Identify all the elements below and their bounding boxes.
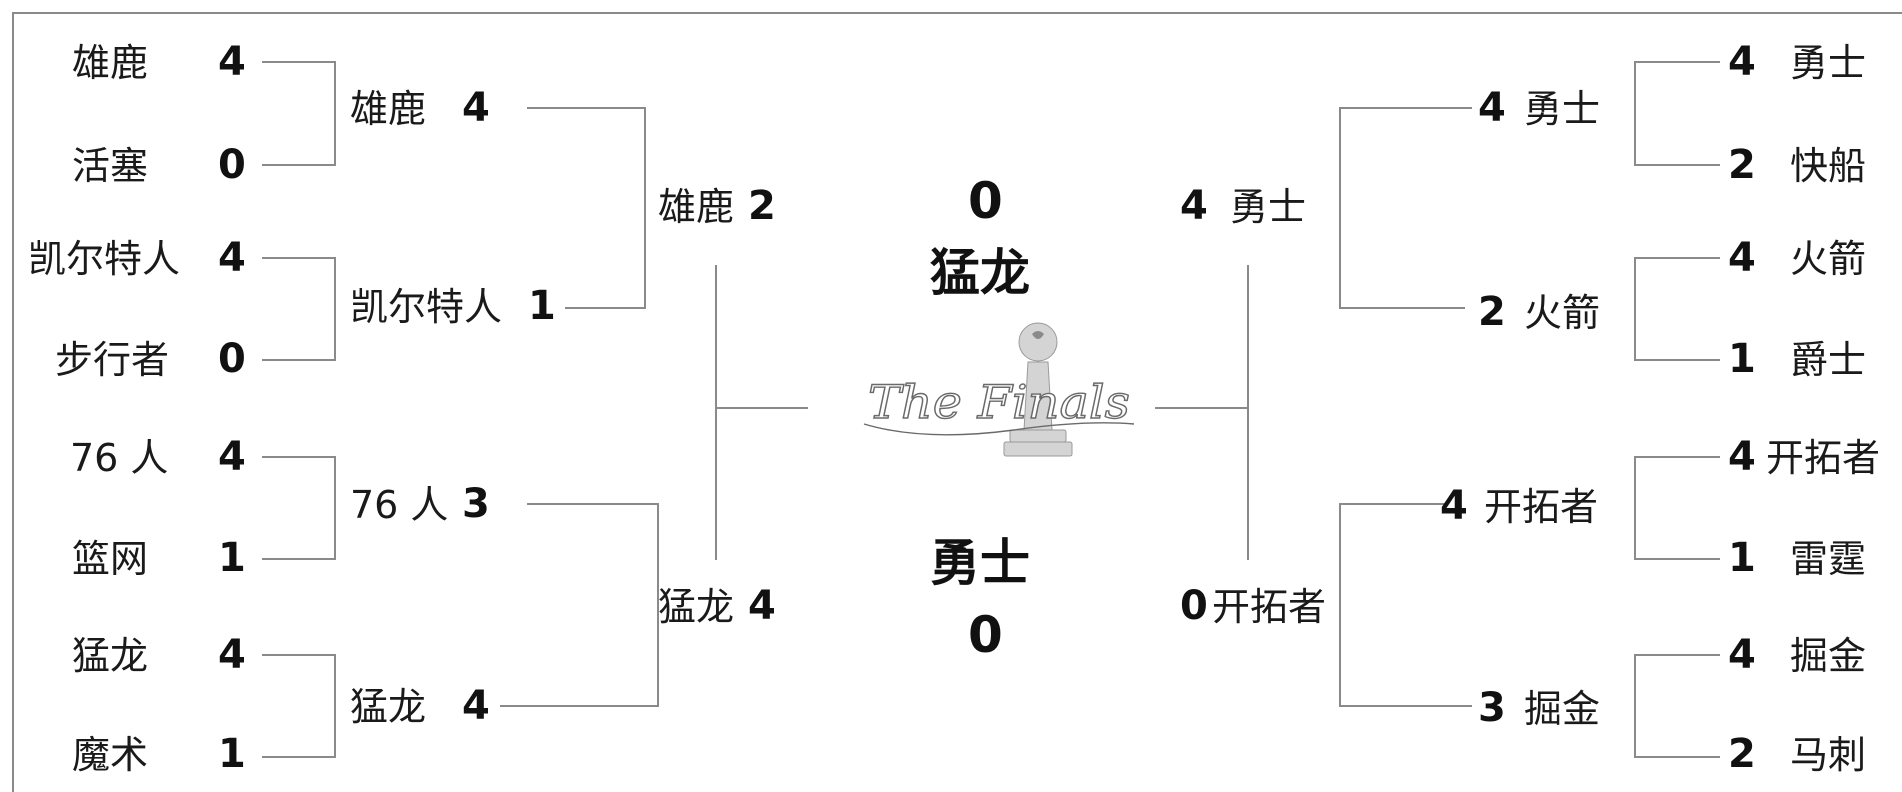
west-r1-team-3: 凯尔特人 — [28, 237, 181, 281]
west-r1-score-7: 4 — [218, 632, 246, 678]
west-r1-score-5: 4 — [218, 434, 246, 480]
east-r2-team-1: 勇士 — [1524, 87, 1601, 131]
east-r2-team-4: 掘金 — [1524, 687, 1601, 731]
east-r1-team-2: 快船 — [1790, 144, 1867, 188]
west-r2-team-4: 猛龙 — [350, 685, 427, 729]
finals-logo-wordmark: The Finals — [868, 375, 1130, 429]
west-r1-team-1: 雄鹿 — [72, 41, 149, 85]
west-r1-score-6: 1 — [218, 535, 246, 581]
east-r3-team-1: 勇士 — [1230, 185, 1307, 229]
west-r1-team-4: 步行者 — [55, 338, 170, 382]
east-r2-team-3: 开拓者 — [1484, 485, 1599, 529]
east-r1-team-1: 勇士 — [1790, 41, 1867, 85]
east-r2-team-2: 火箭 — [1524, 291, 1601, 335]
west-r1-team-8: 魔术 — [72, 733, 149, 777]
west-r1-team-5: 76 人 — [70, 436, 169, 480]
west-r3-score-1: 2 — [748, 183, 776, 229]
west-r1-score-4: 0 — [218, 336, 246, 382]
finals-trophy-logo: The Finals — [863, 322, 1135, 457]
finals-top-score: 0 — [968, 172, 1003, 230]
west-r1-team-6: 篮网 — [72, 537, 149, 581]
west-r1-team-7: 猛龙 — [72, 634, 149, 678]
west-r1-score-3: 4 — [218, 235, 246, 281]
east-r1-score-1: 4 — [1728, 39, 1756, 85]
finals-bottom-team: 勇士 — [930, 534, 1030, 592]
east-r1-team-7: 掘金 — [1790, 634, 1867, 678]
west-r2-score-1: 4 — [462, 85, 490, 131]
east-r2-score-4: 3 — [1478, 685, 1506, 731]
east-r1-team-3: 火箭 — [1790, 237, 1867, 281]
east-r1-team-4: 爵士 — [1790, 338, 1867, 382]
west-r3-team-2: 猛龙 — [658, 585, 735, 629]
west-r3-team-1: 雄鹿 — [658, 185, 735, 229]
frame-left-border — [12, 12, 14, 792]
west-r2-team-1: 雄鹿 — [350, 87, 427, 131]
west-r1-score-1: 4 — [218, 39, 246, 85]
east-r2-score-2: 2 — [1478, 289, 1506, 335]
west-r1-team-2: 活塞 — [72, 144, 149, 188]
east-r1-score-7: 4 — [1728, 632, 1756, 678]
east-r3-score-1: 4 — [1180, 183, 1208, 229]
west-r2-team-2: 凯尔特人 — [350, 285, 503, 329]
west-r1-score-2: 0 — [218, 142, 246, 188]
east-r2-score-3: 4 — [1440, 483, 1468, 529]
east-r1-team-5: 开拓者 — [1766, 436, 1881, 480]
west-r2-score-2: 1 — [528, 283, 556, 329]
east-r1-team-6: 雷霆 — [1790, 537, 1867, 581]
east-r3-team-2: 开拓者 — [1212, 585, 1327, 629]
east-r3-score-2: 0 — [1180, 583, 1208, 629]
east-r2-score-1: 4 — [1478, 85, 1506, 131]
west-r2-score-4: 4 — [462, 683, 490, 729]
east-r1-score-6: 1 — [1728, 535, 1756, 581]
west-r2-score-3: 3 — [462, 481, 490, 527]
east-r1-score-3: 4 — [1728, 235, 1756, 281]
east-r1-team-8: 马刺 — [1790, 733, 1867, 777]
west-r2-team-3: 76 人 — [350, 483, 449, 527]
east-r1-score-2: 2 — [1728, 142, 1756, 188]
finals-top-team: 猛龙 — [930, 244, 1030, 302]
west-r3-score-2: 4 — [748, 583, 776, 629]
east-r1-score-5: 4 — [1728, 434, 1756, 480]
east-r1-score-4: 1 — [1728, 336, 1756, 382]
west-r1-score-8: 1 — [218, 731, 246, 777]
east-r1-score-8: 2 — [1728, 731, 1756, 777]
frame-top-border — [12, 12, 1902, 14]
finals-bottom-score: 0 — [968, 606, 1003, 664]
